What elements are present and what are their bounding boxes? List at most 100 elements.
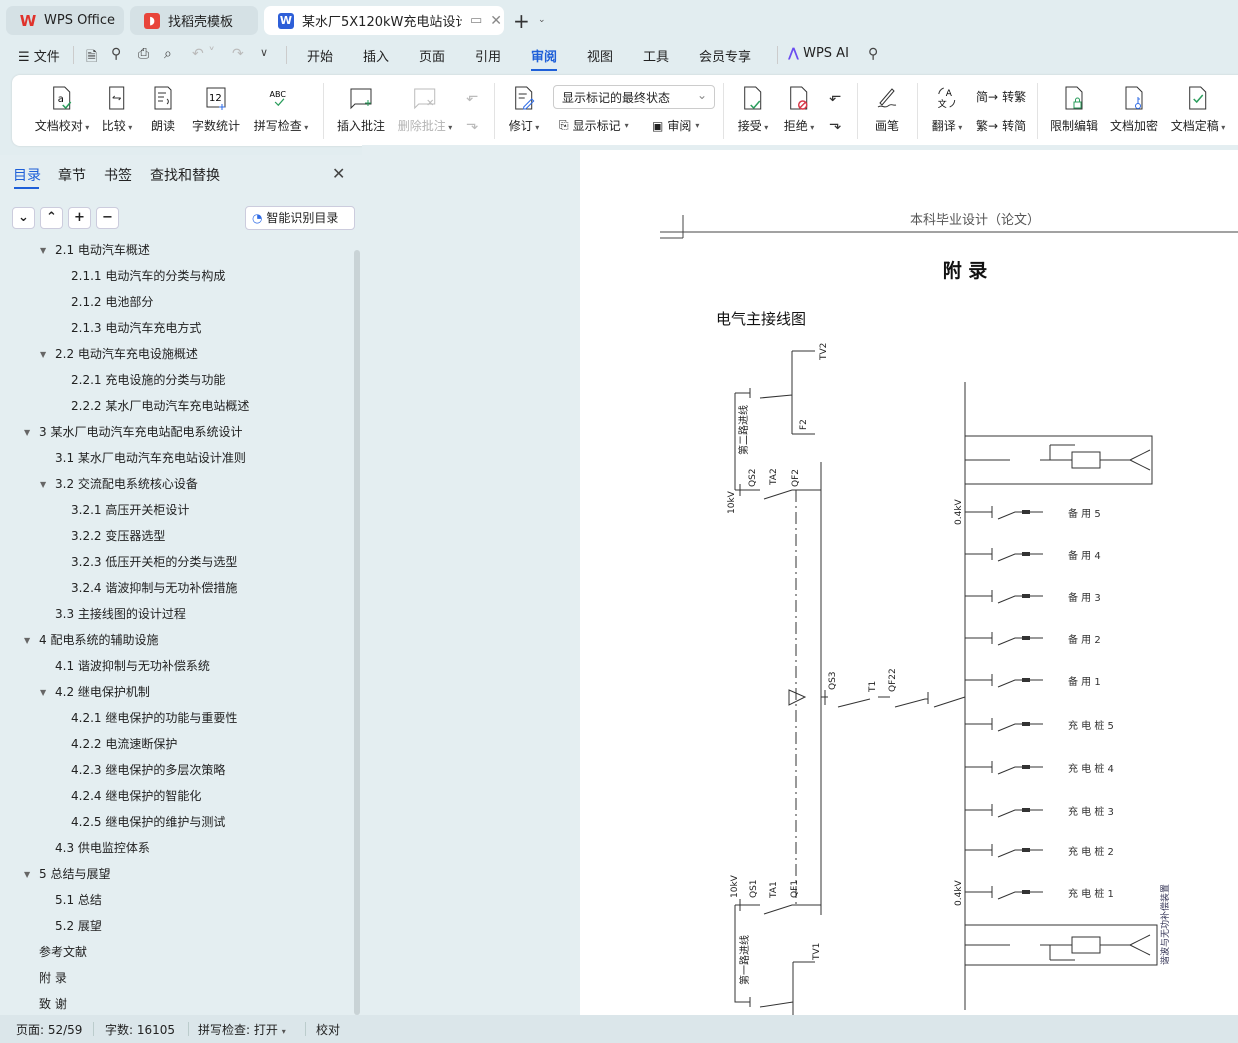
expand-toggle-icon[interactable]: ▼ — [24, 428, 31, 437]
expand-toggle-icon[interactable]: ▼ — [40, 688, 47, 697]
menu-page[interactable]: 页面 — [419, 50, 446, 65]
pen-button[interactable]: 画笔 — [875, 85, 899, 134]
toc-item[interactable]: 3.2.2 变压器选型 — [71, 529, 166, 543]
redo-icon[interactable]: ↷ — [232, 46, 244, 62]
toc-item[interactable]: 4 配电系统的辅助设施 — [39, 633, 159, 647]
reject-button[interactable]: 拒绝 ▾ — [784, 85, 814, 134]
toc-item[interactable]: 4.2.3 继电保护的多层次策略 — [71, 763, 226, 777]
toc-item[interactable]: 2.1.3 电动汽车充电方式 — [71, 321, 202, 335]
insert-comment-button[interactable]: 插入批注 — [337, 85, 385, 134]
tab-template[interactable]: ◗ 找稻壳模板 — [130, 6, 258, 35]
to-simplified-button[interactable]: 繁→转简 — [976, 117, 1026, 134]
toc-item[interactable]: 2.1.2 电池部分 — [71, 295, 154, 309]
tab-find-replace[interactable]: 查找和替换 — [150, 168, 220, 184]
tab-chapters[interactable]: 章节 — [58, 168, 86, 184]
page-indicator[interactable]: 页面: 52/59 — [16, 1023, 83, 1037]
toc-item[interactable]: 2.2.1 充电设施的分类与功能 — [71, 373, 226, 387]
remove-heading-button[interactable]: − — [96, 207, 119, 229]
menu-home[interactable]: 开始 — [307, 50, 334, 65]
toc-item[interactable]: 3.2.4 谐波抑制与无功补偿措施 — [71, 581, 238, 595]
tab-bookmarks[interactable]: 书签 — [104, 168, 132, 184]
expand-toggle-icon[interactable]: ▼ — [24, 636, 31, 645]
move-up-button[interactable]: ⌃ — [40, 207, 63, 229]
expand-toggle-icon[interactable]: ▼ — [40, 480, 47, 489]
toc-item[interactable]: 2.1.1 电动汽车的分类与构成 — [71, 269, 226, 283]
toc-item[interactable]: 5.1 总结 — [55, 893, 102, 907]
menu-review[interactable]: 审阅 — [531, 46, 558, 71]
toc-item[interactable]: 3.2.1 高压开关柜设计 — [71, 503, 190, 517]
expand-toggle-icon[interactable]: ▼ — [40, 246, 47, 255]
toc-item[interactable]: 2.2 电动汽车充电设施概述 — [55, 347, 198, 361]
file-menu[interactable]: ☰ 文件 — [18, 50, 60, 65]
next-comment-icon[interactable]: ⬎ — [466, 115, 479, 133]
accept-button[interactable]: 接受 ▾ — [738, 85, 768, 134]
search-icon[interactable]: ⚲ — [868, 46, 879, 62]
toc-item[interactable]: 5 总结与展望 — [39, 867, 111, 881]
smart-toc-button[interactable]: ◔ 智能识别目录 — [245, 206, 355, 230]
toc-item[interactable]: 2.1 电动汽车概述 — [55, 243, 150, 257]
toc-item[interactable]: 4.1 谐波抑制与无功补偿系统 — [55, 659, 210, 673]
menu-tools[interactable]: 工具 — [643, 50, 670, 65]
link-icon[interactable]: ⚲ — [111, 46, 122, 62]
toc-item[interactable]: 4.2 继电保护机制 — [55, 685, 150, 699]
restrict-editing-button[interactable]: 限制编辑 — [1050, 85, 1098, 134]
close-tab-icon[interactable]: ✕ — [490, 12, 503, 29]
menu-member[interactable]: 会员专享 — [699, 50, 752, 65]
menu-view[interactable]: 视图 — [587, 50, 614, 65]
menu-references[interactable]: 引用 — [475, 50, 502, 65]
toc-item[interactable]: 2.2.2 某水厂电动汽车充电站概述 — [71, 399, 250, 413]
undo-icon[interactable]: ↶ ˅ — [192, 46, 216, 62]
new-tab-icon[interactable]: + — [513, 9, 530, 33]
collapse-down-button[interactable]: ⌄ — [12, 207, 35, 229]
proofread-status[interactable]: 校对 — [316, 1023, 341, 1037]
toc-item[interactable]: 4.2.5 继电保护的维护与测试 — [71, 815, 226, 829]
toc-scrollbar[interactable] — [354, 250, 360, 1015]
toc-item[interactable]: 3.2 交流配电系统核心设备 — [55, 477, 198, 491]
close-pane-icon[interactable]: ✕ — [332, 164, 346, 183]
tab-document[interactable]: W 某水厂5X120kW充电站设计 无 ▭ ✕ — [264, 6, 504, 35]
toc-item[interactable]: 致 谢 — [39, 997, 67, 1011]
tab-wps-office[interactable]: W WPS Office — [6, 6, 124, 35]
toc-item[interactable]: 参考文献 — [39, 945, 88, 959]
document-page[interactable] — [580, 150, 1238, 1015]
chevron-down-icon[interactable]: ⌄ — [538, 15, 546, 25]
read-aloud-button[interactable]: 朗读 — [151, 85, 175, 134]
show-markup-button[interactable]: ⎘显示标记▾ — [559, 118, 629, 133]
toc-item[interactable]: 3.3 主接线图的设计过程 — [55, 607, 186, 621]
save-icon[interactable]: 🗎 — [86, 49, 98, 65]
next-change-icon[interactable]: ⬎ — [829, 115, 842, 133]
compare-button[interactable]: 比较 ▾ — [102, 85, 132, 134]
expand-toggle-icon[interactable]: ▼ — [40, 350, 47, 359]
add-heading-button[interactable]: + — [68, 207, 91, 229]
encrypt-button[interactable]: 文档加密 — [1110, 85, 1158, 134]
toc-item[interactable]: 附 录 — [39, 971, 67, 985]
menu-insert[interactable]: 插入 — [363, 50, 390, 65]
toc-item[interactable]: 3 某水厂电动汽车充电站配电系统设计 — [39, 425, 243, 439]
toc-item[interactable]: 3.1 某水厂电动汽车充电站设计准则 — [55, 451, 246, 465]
print-preview-icon[interactable]: ⌕ — [164, 46, 172, 62]
previous-change-icon[interactable]: ⬐ — [829, 87, 842, 105]
more-chevron-icon[interactable]: ∨ — [260, 46, 269, 59]
markup-state-select[interactable]: 显示标记的最终状态⌄ — [553, 85, 715, 109]
toc-item[interactable]: 4.2.4 继电保护的智能化 — [71, 789, 202, 803]
previous-comment-icon[interactable]: ⬐ — [466, 87, 479, 105]
to-traditional-button[interactable]: 简→转繁 — [976, 88, 1026, 105]
tab-toc[interactable]: 目录 — [13, 168, 41, 184]
finalize-button[interactable]: 文档定稿 ▾ — [1171, 85, 1225, 134]
delete-comment-button[interactable]: 删除批注 ▾ — [398, 85, 452, 134]
print-icon[interactable]: ⎙ — [138, 46, 150, 62]
wps-ai-button[interactable]: ⋀ WPS AI — [788, 46, 849, 61]
track-changes-button[interactable]: 修订 ▾ — [509, 85, 539, 134]
toc-item[interactable]: 4.3 供电监控体系 — [55, 841, 150, 855]
toc-item[interactable]: 3.2.3 低压开关柜的分类与选型 — [71, 555, 238, 569]
expand-toggle-icon[interactable]: ▼ — [24, 870, 31, 879]
review-pane-button[interactable]: ▣审阅▾ — [652, 118, 700, 134]
toc-item[interactable]: 4.2.1 继电保护的功能与重要性 — [71, 711, 238, 725]
toc-item[interactable]: 4.2.2 电流速断保护 — [71, 737, 178, 751]
spell-check-status[interactable]: 拼写检查: 打开 ▾ — [198, 1021, 286, 1038]
toc-item[interactable]: 5.2 展望 — [55, 919, 102, 933]
